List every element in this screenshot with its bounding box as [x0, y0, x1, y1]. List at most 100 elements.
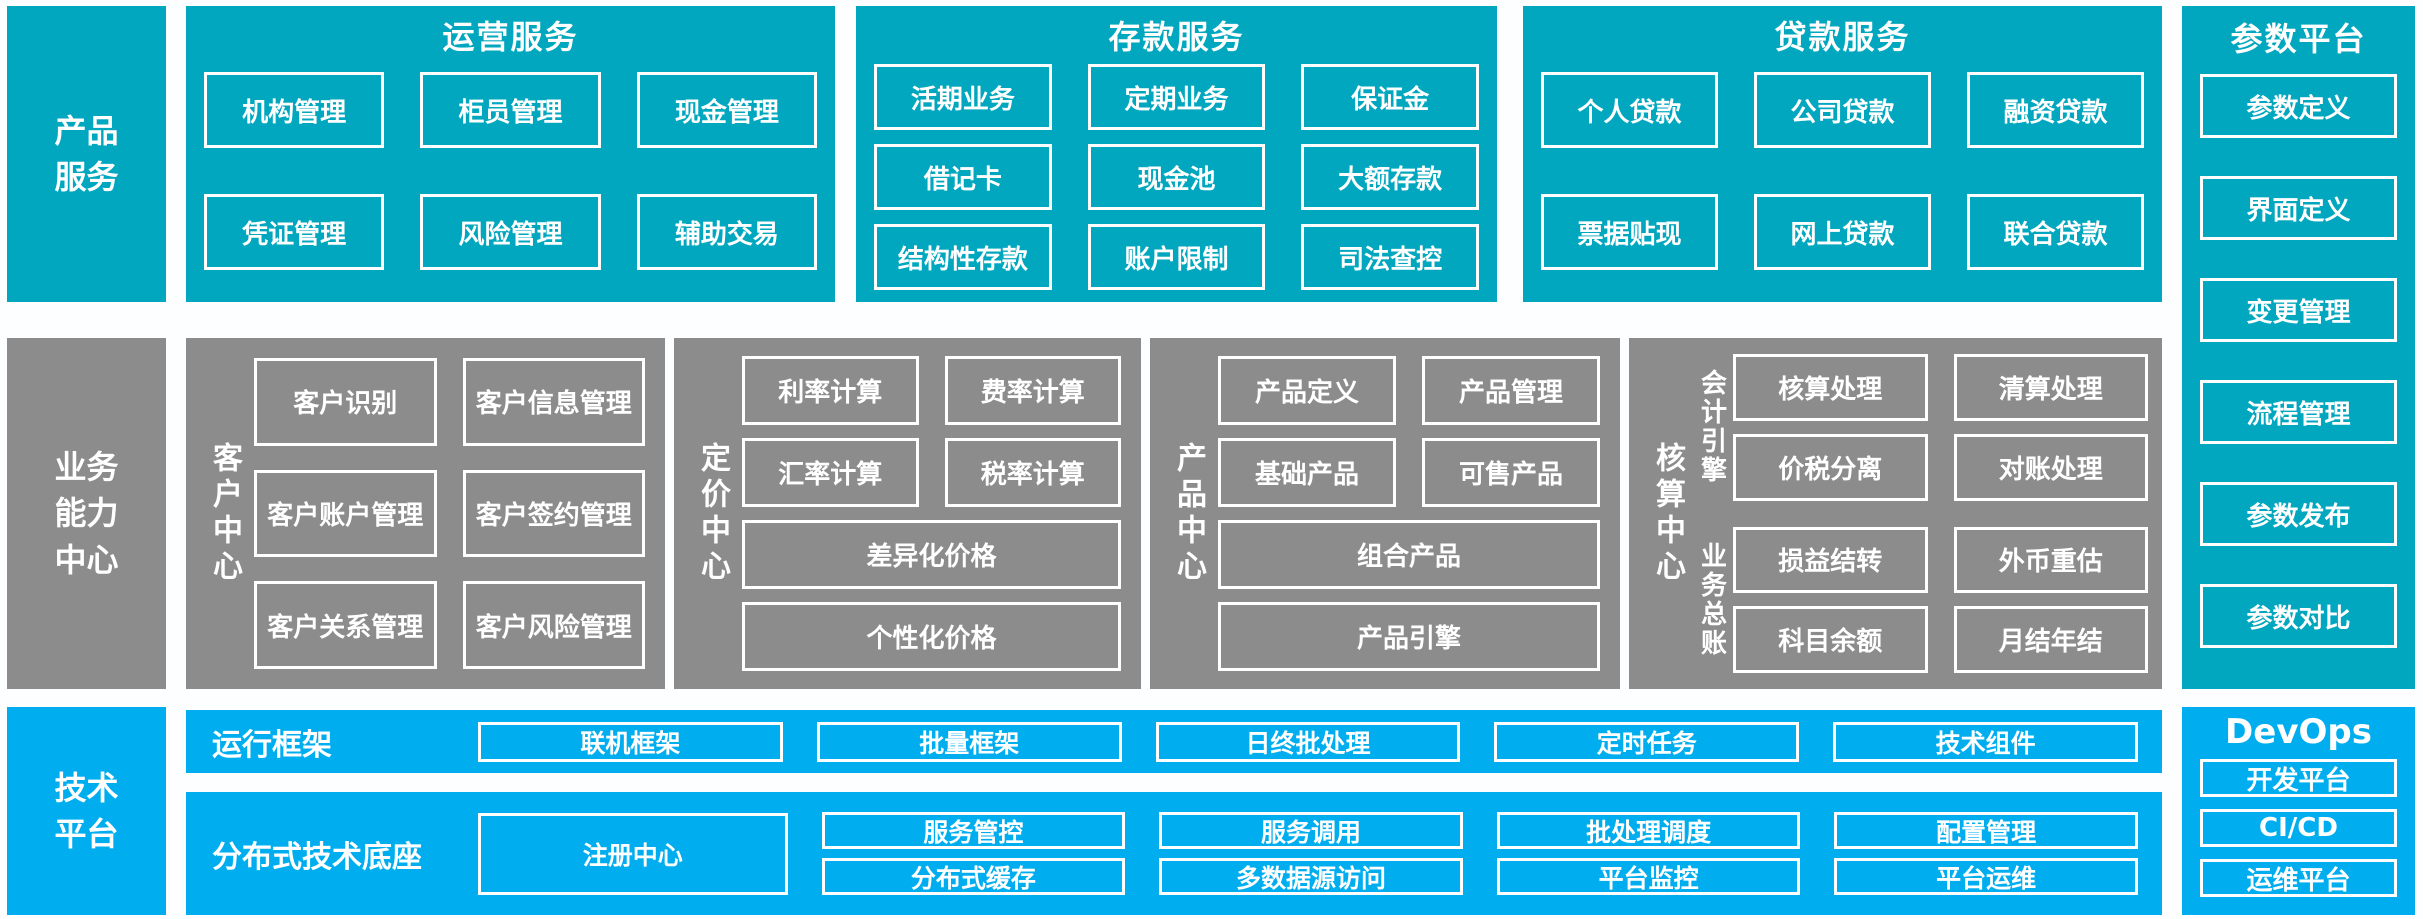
diagram-node: 产品管理 [1422, 356, 1600, 425]
diagram-node: 对账处理 [1953, 433, 2148, 501]
diagram-node: 网上贷款 [1754, 194, 1931, 270]
diagram-node: 差异化价格 [742, 520, 1121, 589]
diagram-node: 凭证管理 [204, 194, 385, 270]
diagram-node: 外币重估 [1953, 526, 2148, 594]
loan-services-title: 贷款服务 [1774, 18, 1911, 56]
diagram-node: 借记卡 [874, 144, 1052, 210]
business-ledger-grid: 损益结转 外币重估 科目余额 月结年结 [1733, 526, 2148, 673]
diagram-node: 定时任务 [1494, 721, 1800, 762]
section-distributed-tech-base: 分布式技术底座 注册中心 服务管控 分布式缓存 服务调用 多数据源访问 批处理调… [186, 792, 2162, 915]
diagram-node: 界面定义 [2200, 176, 2397, 240]
diagram-node: 定期业务 [1087, 64, 1266, 130]
product-center-label: 产品中心 [1171, 441, 1206, 586]
diagram-node: 辅助交易 [636, 194, 817, 270]
product-center-grid: 产品定义 产品管理 基础产品 可售产品 组合产品 产品引擎 [1212, 354, 1606, 673]
diagram-node: 客户识别 [254, 358, 437, 446]
devops-list: 开发平台 CI/CD 运维平台 [2182, 757, 2415, 915]
diagram-node: 客户风险管理 [462, 581, 645, 669]
diagram-node: 批处理调度 [1496, 812, 1801, 849]
diagram-node: 技术组件 [1833, 721, 2138, 762]
diagram-node: 机构管理 [204, 72, 385, 148]
diagram-node: 结构性存款 [874, 224, 1052, 290]
diagram-node: 产品引擎 [1218, 602, 1600, 671]
business-ledger-group: 业务总账 损益结转 外币重估 科目余额 月结年结 [1691, 526, 2148, 673]
section-parameter-platform: 参数平台 参数定义 界面定义 变更管理 流程管理 参数发布 参数对比 [2182, 6, 2415, 689]
diagram-node: 汇率计算 [742, 438, 919, 507]
diagram-node: 变更管理 [2200, 278, 2397, 342]
diagram-node: 个人贷款 [1541, 72, 1718, 148]
diagram-node: 风险管理 [420, 194, 601, 270]
diagram-node: 联机框架 [478, 721, 783, 762]
accounting-engine-group: 会计引擎 核算处理 清算处理 价税分离 对账处理 [1691, 354, 2148, 501]
diagram-node: 费率计算 [944, 356, 1121, 425]
deposit-services-grid: 活期业务 定期业务 保证金 借记卡 现金池 大额存款 结构性存款 账户限制 司法… [856, 64, 1497, 302]
diagram-node: 产品定义 [1218, 356, 1396, 425]
diagram-node: 注册中心 [478, 812, 788, 895]
diagram-node: 清算处理 [1953, 354, 2148, 421]
diagram-node: 客户关系管理 [254, 581, 437, 669]
customer-center-grid: 客户识别 客户信息管理 客户账户管理 客户签约管理 客户关系管理 客户风险管理 [248, 354, 651, 673]
accounting-center-label: 核算中心 [1650, 441, 1685, 586]
diagram-node: 核算处理 [1733, 354, 1928, 421]
diagram-node: 平台监控 [1496, 858, 1801, 895]
diagram-node: 个性化价格 [742, 602, 1121, 671]
diagram-node: 活期业务 [874, 64, 1052, 130]
diagram-node: 参数定义 [2200, 74, 2397, 138]
rail-business-capability-center: 业务 能力 中心 [7, 338, 166, 689]
diagram-node: 价税分离 [1733, 433, 1928, 501]
section-devops: DevOps 开发平台 CI/CD 运维平台 [2182, 707, 2415, 915]
distributed-column: 服务管控 分布式缓存 [821, 812, 1126, 895]
diagram-node: CI/CD [2200, 809, 2397, 847]
section-pricing-center: 定价中心 利率计算 费率计算 汇率计算 税率计算 差异化价格 个性化价格 [674, 338, 1141, 689]
diagram-node: 客户签约管理 [462, 469, 645, 558]
accounting-engine-label: 会计引擎 [1696, 369, 1727, 486]
business-ledger-label: 业务总账 [1696, 541, 1727, 658]
distributed-column: 批处理调度 平台监控 [1496, 812, 1801, 895]
diagram-node: 日终批处理 [1155, 721, 1461, 762]
rail-technology-platform: 技术 平台 [7, 707, 166, 915]
diagram-node: 税率计算 [944, 438, 1121, 507]
diagram-node: 运维平台 [2200, 859, 2397, 897]
pricing-center-label: 定价中心 [695, 441, 730, 586]
section-product-center: 产品中心 产品定义 产品管理 基础产品 可售产品 组合产品 产品引擎 [1150, 338, 1620, 689]
deposit-services-title: 存款服务 [1108, 18, 1245, 56]
runtime-framework-label: 运行框架 [212, 727, 332, 763]
diagram-node: 大额存款 [1301, 144, 1479, 210]
section-loan-services: 贷款服务 个人贷款 公司贷款 融资贷款 票据贴现 网上贷款 联合贷款 [1523, 6, 2162, 302]
accounting-engine-grid: 核算处理 清算处理 价税分离 对账处理 [1733, 354, 2148, 501]
operations-services-title: 运营服务 [442, 18, 579, 56]
operations-services-grid: 机构管理 柜员管理 现金管理 凭证管理 风险管理 辅助交易 [186, 64, 835, 302]
diagram-node: 服务调用 [1159, 812, 1463, 849]
diagram-node: 现金管理 [636, 72, 817, 148]
diagram-node: 流程管理 [2200, 380, 2397, 444]
diagram-node: 客户信息管理 [462, 358, 645, 446]
diagram-node: 保证金 [1301, 64, 1479, 130]
section-customer-center: 客户中心 客户识别 客户信息管理 客户账户管理 客户签约管理 客户关系管理 客户… [186, 338, 665, 689]
diagram-node: 参数发布 [2200, 482, 2397, 546]
diagram-node: 融资贷款 [1967, 72, 2144, 148]
diagram-node: 开发平台 [2200, 759, 2397, 797]
diagram-node: 客户账户管理 [254, 469, 437, 558]
distributed-tech-base-label: 分布式技术底座 [212, 839, 422, 875]
diagram-node: 服务管控 [821, 812, 1126, 849]
distributed-column: 服务调用 多数据源访问 [1159, 812, 1463, 895]
parameter-platform-title: 参数平台 [2230, 20, 2367, 58]
diagram-node: 多数据源访问 [1159, 858, 1463, 895]
diagram-node: 利率计算 [742, 356, 919, 425]
section-deposit-services: 存款服务 活期业务 定期业务 保证金 借记卡 现金池 大额存款 结构性存款 账户… [856, 6, 1497, 302]
diagram-node: 公司贷款 [1754, 72, 1931, 148]
diagram-node: 损益结转 [1733, 526, 1928, 594]
diagram-node: 月结年结 [1953, 606, 2148, 673]
diagram-node: 票据贴现 [1541, 194, 1718, 270]
parameter-platform-list: 参数定义 界面定义 变更管理 流程管理 参数发布 参数对比 [2182, 68, 2415, 689]
diagram-node: 平台运维 [1834, 858, 2138, 895]
diagram-node: 基础产品 [1218, 438, 1396, 507]
devops-title: DevOps [2225, 712, 2372, 752]
customer-center-label: 客户中心 [207, 441, 242, 586]
loan-services-grid: 个人贷款 公司贷款 融资贷款 票据贴现 网上贷款 联合贷款 [1523, 64, 2162, 302]
section-operations-services: 运营服务 机构管理 柜员管理 现金管理 凭证管理 风险管理 辅助交易 [186, 6, 835, 302]
diagram-node: 参数对比 [2200, 584, 2397, 648]
section-accounting-center: 核算中心 会计引擎 核算处理 清算处理 价税分离 对账处理 业务总账 损益结转 … [1629, 338, 2162, 689]
diagram-node: 可售产品 [1422, 438, 1600, 507]
